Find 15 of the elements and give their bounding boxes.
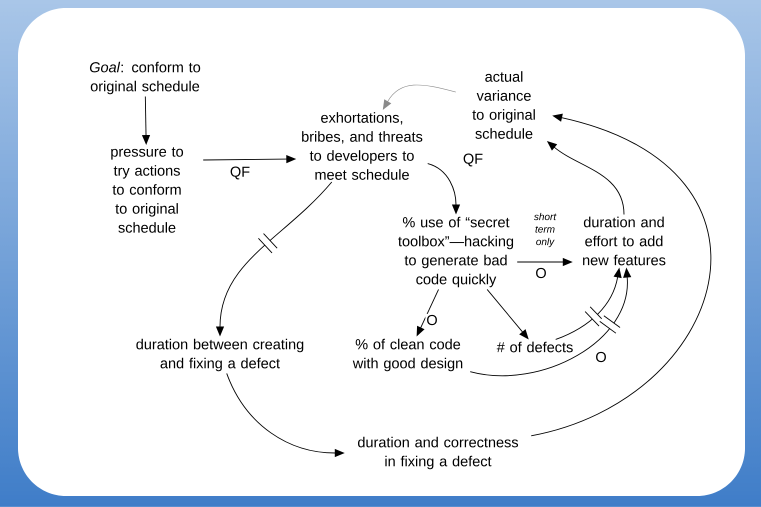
node-text: duration and effort to add new features — [583, 216, 666, 266]
node-text: duration and correctness in fixing a defect — [358, 436, 518, 470]
node-text: exhortations, bribes, and threats to developers to meet schedule — [302, 112, 422, 180]
note-text: short term only — [534, 212, 556, 248]
node-text: % of clean code with good design — [352, 338, 462, 372]
edge-label: QF — [462, 152, 484, 168]
node-text: % use of “secret toolbox”—hacking to generate bad code quickly — [398, 216, 514, 288]
arrow — [530, 114, 711, 436]
edge-label: QF — [228, 166, 252, 180]
node-text: actual variance to original schedule — [472, 71, 535, 139]
arrow — [382, 84, 456, 110]
node-text: # of defects — [496, 342, 573, 352]
node-text: Goal: conform to original schedule — [90, 62, 200, 94]
node-text: pressure to try actions to conform to original schedule — [111, 147, 184, 233]
node-text: duration between creating and fixing a defect — [136, 338, 304, 372]
